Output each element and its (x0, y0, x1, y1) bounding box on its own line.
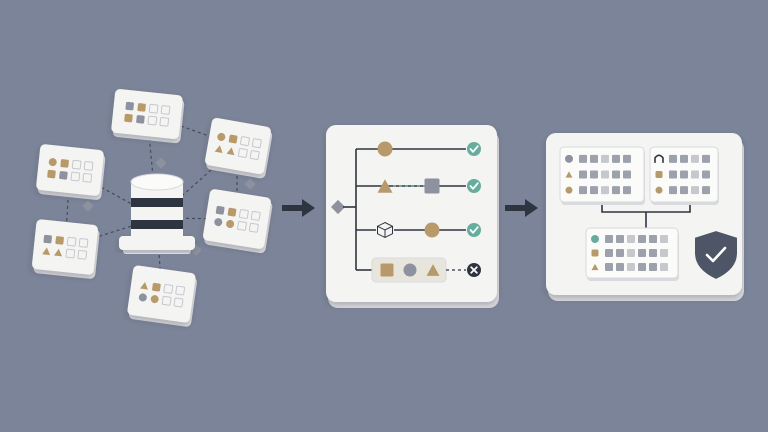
arrow-right-icon (505, 199, 538, 217)
outline-square-icon (66, 236, 77, 247)
pipeline-row (356, 178, 481, 194)
schema-table (585, 227, 679, 281)
outline-square-icon (250, 210, 261, 221)
square-shape-icon (227, 207, 237, 217)
outline-square-icon (161, 295, 172, 306)
outline-square-icon (82, 173, 93, 183)
circle-shape-icon (565, 154, 573, 163)
source-card (127, 265, 197, 327)
source-card (205, 117, 273, 179)
check-circle-icon (467, 142, 481, 156)
outline-square-icon (71, 159, 82, 170)
arch-icon (654, 154, 664, 163)
square-shape-icon (424, 178, 440, 194)
outline-square-icon (159, 117, 170, 127)
junction-node-icon (155, 157, 167, 169)
circle-shape-icon (226, 219, 235, 228)
source-card (111, 89, 185, 144)
outline-square-icon (249, 150, 260, 161)
square-shape-icon (59, 171, 68, 180)
triangle-shape-icon (377, 179, 393, 193)
pipeline-input-node-icon (330, 199, 346, 215)
circle-shape-icon (217, 132, 226, 141)
pipeline-row (356, 257, 481, 283)
outline-square-icon (83, 161, 94, 171)
square-shape-icon (136, 115, 145, 124)
square-shape-icon (137, 103, 146, 112)
pipeline-row (356, 141, 481, 157)
outline-square-icon (175, 285, 186, 296)
square-shape-icon (152, 282, 161, 292)
square-shape-icon (591, 249, 599, 257)
circle-shape-icon (591, 235, 599, 243)
outline-square-icon (238, 209, 249, 219)
database-icon (119, 173, 195, 254)
junction-node-icon (244, 178, 256, 190)
pipeline-card (326, 125, 497, 302)
circle-shape-icon (424, 222, 440, 238)
circle-shape-icon (150, 295, 159, 304)
square-shape-icon (55, 236, 64, 245)
organized-schema-panel (546, 133, 744, 301)
connector-line (69, 169, 158, 219)
outline-square-icon (239, 136, 250, 147)
square-shape-icon (60, 159, 69, 168)
check-circle-icon (467, 223, 481, 237)
outline-square-icon (173, 297, 184, 308)
outline-square-icon (237, 220, 247, 231)
flow-arrows-group (282, 199, 538, 217)
square-shape-icon (215, 205, 225, 215)
circle-shape-icon (377, 141, 393, 157)
x-circle-icon (467, 263, 481, 277)
junction-node-icon (82, 200, 94, 212)
outline-square-icon (248, 222, 259, 233)
square-shape-icon (380, 263, 394, 277)
outline-square-icon (148, 103, 159, 114)
schema-table (649, 146, 719, 205)
triangle-shape-icon (42, 247, 51, 256)
outline-square-icon (65, 248, 76, 259)
outline-square-icon (163, 284, 174, 294)
square-shape-icon (228, 134, 238, 144)
square-shape-icon (43, 234, 52, 244)
arrow-right-icon (282, 199, 315, 217)
triangle-shape-icon (565, 171, 573, 178)
square-shape-icon (655, 171, 663, 178)
outline-square-icon (78, 238, 89, 248)
outline-square-icon (160, 105, 171, 115)
pipeline-row (356, 221, 481, 239)
circle-shape-icon (655, 186, 663, 194)
validation-pipeline-panel (326, 125, 499, 308)
source-card (32, 219, 100, 279)
outline-square-icon (251, 138, 262, 149)
square-shape-icon (125, 101, 134, 111)
circle-shape-icon (138, 293, 147, 302)
data-sources-group (32, 89, 273, 327)
outline-square-icon (70, 171, 81, 182)
triangle-shape-icon (226, 147, 235, 156)
outline-square-icon (147, 115, 158, 126)
schema-table (559, 146, 645, 205)
circle-shape-icon (565, 186, 573, 194)
triangle-shape-icon (214, 145, 223, 154)
triangle-shape-icon (591, 263, 599, 271)
source-card (203, 189, 273, 254)
circle-shape-icon (214, 218, 223, 227)
triangle-shape-icon (426, 264, 440, 276)
shield-check-icon (693, 228, 739, 282)
square-shape-icon (47, 169, 56, 179)
triangle-shape-icon (54, 248, 63, 257)
cube-icon (377, 221, 393, 239)
square-shape-icon (124, 113, 133, 123)
circle-shape-icon (48, 158, 57, 167)
check-circle-icon (467, 179, 481, 193)
outline-square-icon (237, 147, 248, 158)
outline-square-icon (77, 250, 88, 260)
source-card (36, 144, 106, 200)
triangle-shape-icon (140, 281, 148, 290)
circle-shape-icon (403, 263, 417, 277)
